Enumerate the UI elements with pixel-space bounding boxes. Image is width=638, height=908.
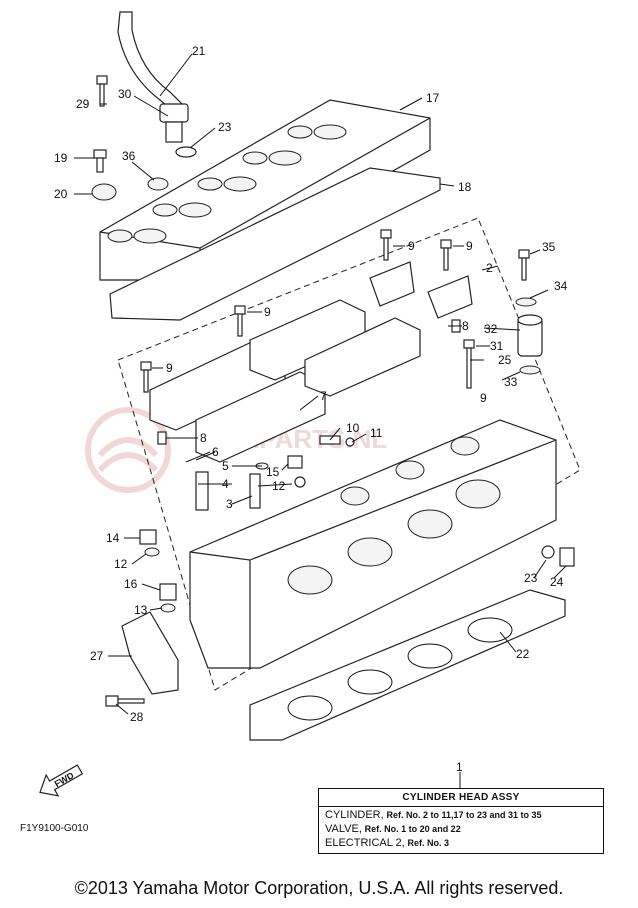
callout-number: 12 — [272, 479, 286, 493]
head-cover-gasket — [109, 167, 441, 321]
callout-number: 20 — [54, 187, 68, 201]
breather-hose — [117, 11, 189, 143]
callout-number: 28 — [130, 710, 144, 724]
callout-number: 7 — [320, 389, 327, 403]
callout-number: 23 — [524, 571, 538, 585]
copyright-notice: ©2013 Yamaha Motor Corporation, U.S.A. A… — [74, 878, 564, 898]
callout-number: 11 — [370, 426, 383, 440]
callout-number: 5 — [222, 459, 229, 473]
callout-number: 6 — [212, 445, 219, 459]
cylinder-head-gasket — [249, 589, 566, 741]
callout-number: 34 — [554, 279, 568, 293]
assy-title: CYLINDER HEAD ASSY — [402, 792, 520, 803]
oil-filter-parts — [515, 297, 543, 375]
grommet — [147, 177, 169, 191]
callout-number: 8 — [462, 319, 469, 333]
assy-line: VALVE, Ref. No. 1 to 20 and 22 — [325, 823, 461, 835]
fwd-arrow-icon: FWD — [39, 764, 84, 797]
o-ring — [175, 146, 197, 158]
assy-divider — [319, 806, 603, 807]
callout-number: 9 — [264, 305, 271, 319]
figure-code: F1Y9100-G010 — [20, 823, 89, 834]
callout-number: 9 — [166, 361, 173, 375]
callout-number: 30 — [118, 87, 132, 101]
callout-number: 25 — [498, 353, 512, 367]
assy-line: ELECTRICAL 2, Ref. No. 3 — [325, 837, 449, 849]
callout-number: 31 — [490, 339, 504, 353]
dowel-pin — [157, 431, 167, 445]
callout-number: 18 — [458, 180, 472, 194]
callout-number: 10 — [346, 421, 360, 435]
callout-number: 2 — [486, 261, 493, 275]
callout-number: 3 — [226, 497, 233, 511]
callout-numbers: 21 29 30 23 17 19 36 20 18 2 9 9 9 35 9 … — [54, 44, 568, 724]
callout-number: 23 — [218, 120, 232, 134]
callout-number: 9 — [466, 239, 473, 253]
callout-number: 33 — [504, 375, 518, 389]
callout-number: 21 — [192, 44, 206, 58]
callout-number: 4 — [222, 477, 229, 491]
callout-number: 27 — [90, 649, 104, 663]
watermark-logo — [85, 407, 171, 493]
cylinder-head — [189, 419, 557, 669]
grommet — [91, 183, 117, 201]
bolt — [93, 149, 107, 173]
assy-line-key: ELECTRICAL 2, — [325, 837, 405, 849]
callout-number: 35 — [542, 240, 556, 254]
bolt — [140, 229, 530, 393]
callout-number: 24 — [550, 575, 564, 589]
callout-number: 32 — [484, 322, 498, 336]
leader-lines — [74, 53, 567, 788]
assy-line-value: Ref. No. 3 — [407, 838, 449, 848]
callout-number: 15 — [266, 465, 280, 479]
callout-number: 14 — [106, 531, 120, 545]
camshaft-cap — [149, 261, 473, 463]
callout-number: 29 — [76, 97, 90, 111]
assy-line-value: Ref. No. 2 to 11,17 to 23 and 31 to 35 — [386, 810, 542, 820]
callout-number: 19 — [54, 151, 68, 165]
callout-number: 13 — [134, 603, 148, 617]
cylinder-head-cover — [99, 99, 431, 281]
callout-number: 16 — [124, 577, 138, 591]
callout-number: 36 — [122, 149, 136, 163]
assy-line-key: VALVE, — [325, 823, 362, 835]
bolt — [96, 75, 108, 107]
callout-number: 9 — [408, 239, 415, 253]
assy-info-box: CYLINDER HEAD ASSY CYLINDER, Ref. No. 2 … — [318, 788, 604, 854]
assy-callout-number: 1 — [456, 760, 463, 774]
assy-line-value: Ref. No. 1 to 20 and 22 — [364, 824, 461, 834]
callout-number: 22 — [516, 647, 530, 661]
valve-guides — [185, 451, 269, 511]
callout-number: 17 — [426, 91, 440, 105]
assy-line: CYLINDER, Ref. No. 2 to 11,17 to 23 and … — [325, 809, 542, 821]
callout-number: 9 — [480, 391, 487, 405]
callout-number: 8 — [200, 431, 207, 445]
bracket — [105, 611, 179, 707]
callout-number: 12 — [114, 557, 128, 571]
assy-line-key: CYLINDER, — [325, 809, 384, 821]
